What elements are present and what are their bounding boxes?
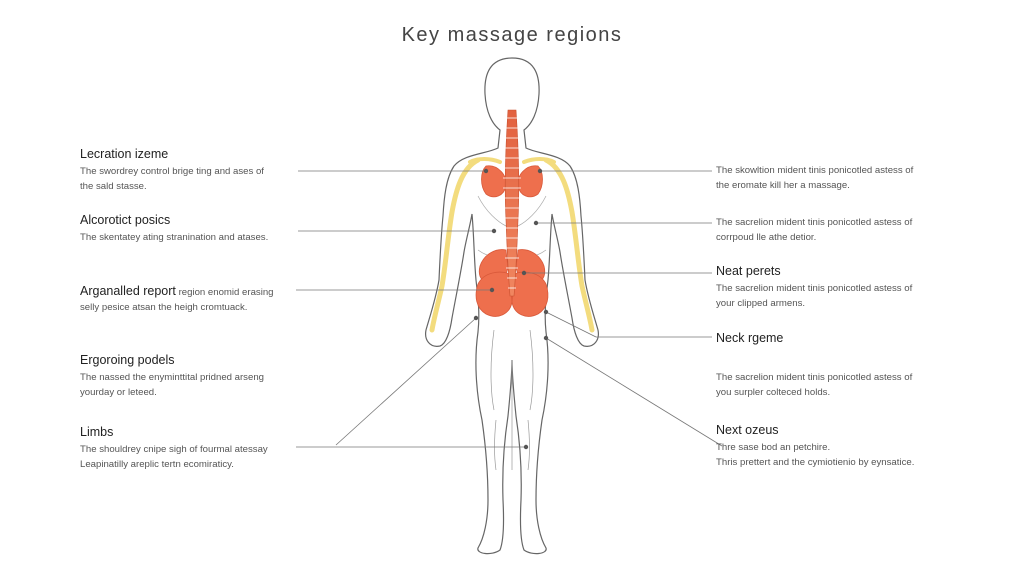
diagram-title: Key massage regions — [401, 24, 623, 46]
left-gluteal-muscle — [475, 271, 513, 317]
region-description: region enomid erasing selly pesice atsan… — [80, 287, 274, 313]
leader-line-right-4 — [545, 311, 597, 338]
spine — [504, 109, 520, 297]
region-label-right-5: The sacrelion mident tinis ponicotled as… — [716, 370, 956, 400]
region-label-left-5: Limbs The shouldrey cnipe sigh of fourma… — [80, 423, 310, 472]
region-heading: Neat perets — [716, 264, 781, 278]
region-label-left-2: Alcorotict posics The skentatey ating st… — [80, 211, 310, 245]
leader-line-right-6 — [545, 337, 723, 447]
region-description: The skentatey ating stranination and ata… — [80, 232, 269, 243]
region-heading: Ergoroing podels — [80, 353, 175, 367]
region-description: The shouldrey cnipe sigh of fourmal ates… — [80, 444, 268, 470]
marker-dot — [543, 335, 549, 341]
marker-dot — [483, 168, 489, 174]
region-description: The nassed the enyminttital pridned arse… — [80, 372, 264, 398]
leader-line-left-5b — [335, 317, 477, 446]
back-contours — [477, 195, 547, 259]
region-heading: Limbs — [80, 425, 114, 439]
region-label-right-2: The sacrelion mident tinis ponicotled as… — [716, 215, 956, 245]
region-description: The sacrelion mident tinis ponicotled as… — [716, 372, 913, 398]
marker-dot — [491, 228, 497, 234]
right-arm-nerve — [543, 157, 595, 333]
region-heading: Next ozeus — [716, 423, 779, 437]
left-shoulder-nerve — [468, 157, 502, 164]
region-description: Thre sase bod an petchire. Thris pretter… — [716, 442, 915, 468]
marker-dot — [473, 315, 479, 321]
right-shoulder-nerve — [522, 157, 556, 164]
region-description: The sacrelion mident tinis ponicotled as… — [716, 217, 913, 243]
region-heading: Lecration izeme — [80, 147, 169, 161]
region-heading: Alcorotict posics — [80, 213, 171, 227]
marker-dots — [473, 168, 549, 450]
region-description: The swordrey control brige ting and ases… — [80, 166, 264, 192]
region-heading: Neck rgeme — [716, 331, 784, 345]
left-arm-nerve — [429, 157, 481, 333]
region-label-left-4: Ergoroing podels The nassed the enymintt… — [80, 351, 310, 400]
marker-dot — [537, 168, 543, 174]
leader-lines — [296, 170, 723, 448]
region-label-right-1: The skowltion mident tinis ponicotled as… — [716, 163, 956, 193]
region-label-right-3: Neat perets The sacrelion mident tinis p… — [716, 262, 956, 311]
region-description: The skowltion mident tinis ponicotled as… — [716, 165, 914, 191]
region-label-right-4: Neck rgeme — [716, 329, 956, 348]
marker-dot — [543, 309, 549, 315]
marker-dot — [489, 287, 495, 293]
right-shoulder-muscle — [517, 165, 543, 198]
region-label-left-1: Lecration izeme The swordrey control bri… — [80, 145, 310, 194]
marker-dot — [533, 220, 539, 226]
region-heading: Arganalled report — [80, 284, 176, 298]
marker-dot — [521, 270, 527, 276]
region-description: The sacrelion mident tinis ponicotled as… — [716, 283, 913, 309]
right-gluteal-muscle — [511, 271, 549, 317]
spine-vertebrae — [503, 117, 521, 289]
region-label-left-3: Arganalled report region enomid erasing … — [80, 282, 310, 315]
left-shoulder-muscle — [481, 165, 507, 198]
region-label-right-6: Next ozeus Thre sase bod an petchire. Th… — [716, 421, 966, 470]
marker-dot — [523, 444, 529, 450]
